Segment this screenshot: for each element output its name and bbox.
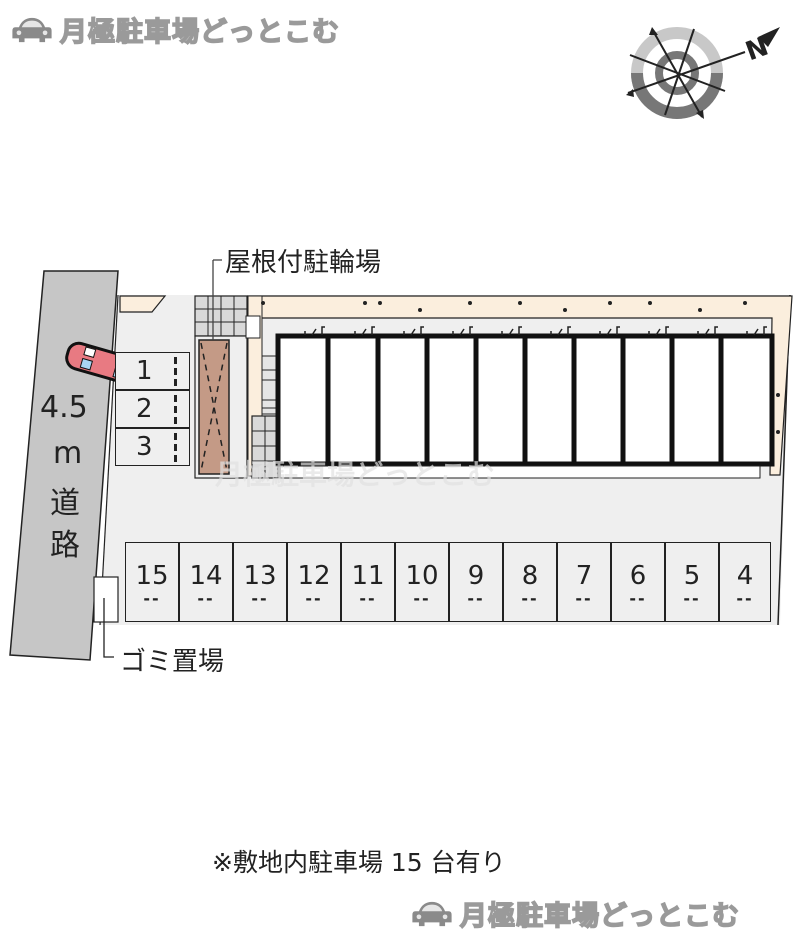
road-name-2: 路: [50, 528, 80, 563]
parking-slot-4[interactable]: 4--: [719, 542, 771, 622]
slot-number: 14: [189, 561, 223, 591]
parking-slot-6[interactable]: 6--: [611, 542, 665, 622]
slot-number: 15: [135, 561, 169, 591]
brand-logo-bottom: 月極駐車場どっとこむ: [410, 894, 740, 933]
slot-dash: [174, 433, 177, 463]
slot-mark: --: [683, 589, 701, 608]
brand-name: 月極駐車場どっとこむ: [59, 16, 340, 49]
parking-slot-9[interactable]: 9--: [449, 542, 503, 622]
car-icon: [412, 901, 452, 926]
slot-mark: --: [736, 589, 754, 608]
slot-number: 4: [736, 561, 754, 591]
road-unit: m: [53, 436, 83, 471]
bicycle-roof: [198, 339, 230, 475]
slot-number: 8: [521, 561, 539, 591]
svg-text:月極駐車場どっとこむ: 月極駐車場どっとこむ: [214, 458, 495, 491]
slot-number: 13: [243, 561, 277, 591]
road-width: 4.5: [40, 390, 88, 425]
slot-number: 1: [136, 356, 153, 386]
brand-name: 月極駐車場どっとこむ: [459, 900, 740, 933]
parking-slot-10[interactable]: 10--: [395, 542, 449, 622]
bicycle-parking-label: 屋根付駐輪場: [225, 248, 382, 278]
parking-slot-3[interactable]: 3: [115, 428, 190, 466]
slot-mark: --: [629, 589, 647, 608]
slot-mark: --: [305, 589, 323, 608]
slot-mark: --: [521, 589, 539, 608]
slot-number: 7: [575, 561, 593, 591]
slot-mark: --: [359, 589, 377, 608]
slot-number: 10: [405, 561, 439, 591]
slot-number: 5: [683, 561, 701, 591]
garbage-area: [93, 576, 119, 623]
slot-number: 11: [351, 561, 385, 591]
parking-slot-1[interactable]: 1: [115, 352, 190, 390]
road-name-1: 道: [50, 486, 80, 521]
slot-mark: --: [251, 589, 269, 608]
garbage-area-label: ゴミ置場: [120, 647, 225, 677]
slot-mark: --: [413, 589, 431, 608]
parking-slot-2[interactable]: 2: [115, 390, 190, 428]
brand-logo-top: 月極駐車場どっとこむ: [10, 10, 340, 49]
parking-slot-15[interactable]: 15--: [125, 542, 179, 622]
parking-slot-14[interactable]: 14--: [179, 542, 233, 622]
compass-icon: N: [626, 27, 780, 119]
slot-mark: --: [575, 589, 593, 608]
parking-slot-11[interactable]: 11--: [341, 542, 395, 622]
parking-slot-12[interactable]: 12--: [287, 542, 341, 622]
parking-slot-13[interactable]: 13--: [233, 542, 287, 622]
parking-slot-5[interactable]: 5--: [665, 542, 719, 622]
car-icon: [12, 17, 52, 42]
slot-number: 9: [467, 561, 485, 591]
slot-dash: [174, 395, 177, 425]
slot-number: 2: [136, 394, 153, 424]
slot-mark: --: [197, 589, 215, 608]
slot-number: 3: [136, 432, 153, 462]
parking-count-note: ※敷地内駐車場 15 台有り: [212, 848, 506, 877]
parking-slot-7[interactable]: 7--: [557, 542, 611, 622]
slot-number: 6: [629, 561, 647, 591]
slot-number: 12: [297, 561, 331, 591]
slot-dash: [174, 357, 177, 387]
parking-slot-8[interactable]: 8--: [503, 542, 557, 622]
slot-mark: --: [467, 589, 485, 608]
slot-mark: --: [143, 589, 161, 608]
